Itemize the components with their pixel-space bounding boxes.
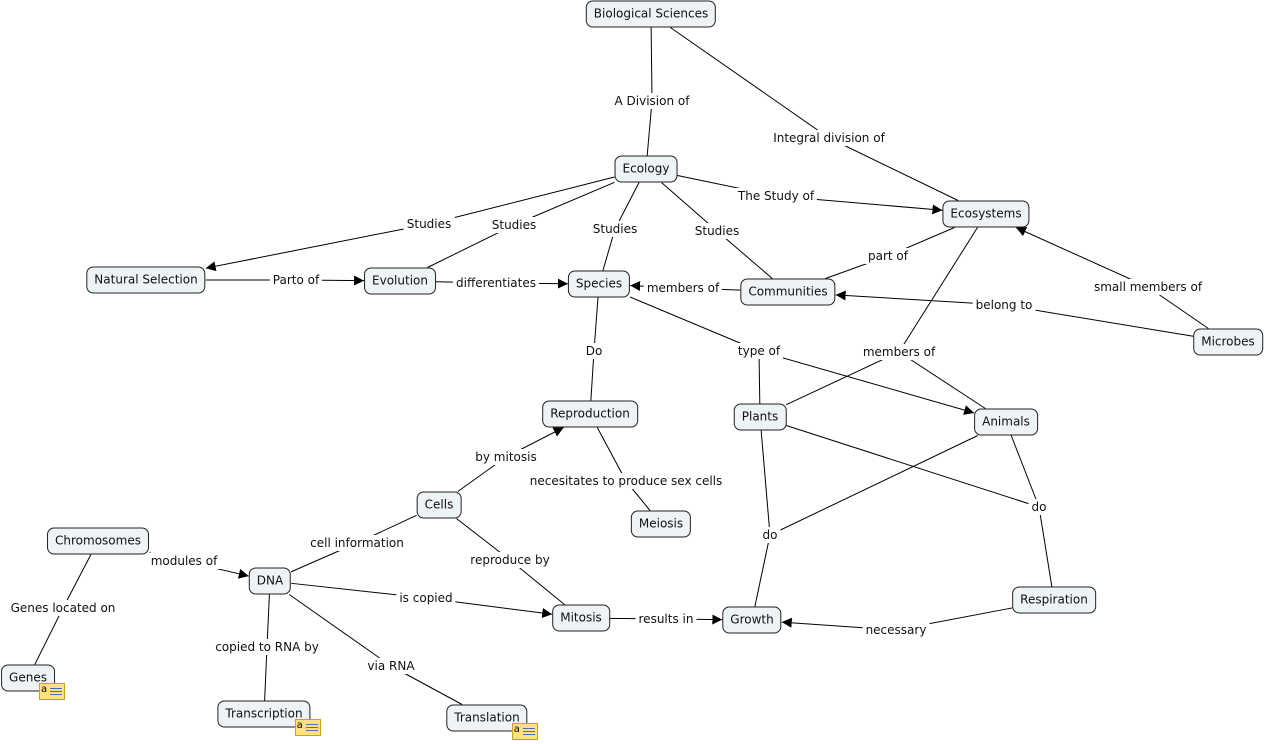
line-connector (769, 435, 979, 536)
linking-phrase[interactable]: Genes located on (7, 600, 119, 616)
line-connector (786, 351, 900, 406)
concept-ecology[interactable]: Ecology (614, 155, 678, 183)
concept-bio[interactable]: Biological Sciences (585, 0, 717, 28)
line-connector (629, 296, 760, 352)
line-connector (670, 27, 830, 139)
line-connector (760, 430, 771, 536)
linking-phrase[interactable]: members of (859, 344, 939, 360)
arrow-connector (205, 223, 430, 272)
linking-phrase[interactable]: via RNA (364, 658, 418, 674)
line-connector (590, 350, 595, 401)
linking-phrase[interactable]: Integral division of (770, 130, 888, 146)
linking-phrase[interactable]: The Study of (734, 188, 818, 204)
line-connector (758, 350, 761, 404)
linking-phrase[interactable]: A Division of (611, 93, 693, 109)
linking-phrase[interactable]: Studies (488, 217, 540, 233)
concept-animals[interactable]: Animals (974, 408, 1038, 436)
linking-phrase[interactable]: necesitates to produce sex cells (526, 473, 726, 489)
linking-phrase[interactable]: do (759, 527, 781, 543)
linking-phrase[interactable]: Do (582, 343, 606, 359)
line-connector (593, 297, 599, 352)
linking-phrase[interactable]: type of (734, 343, 784, 359)
concept-evolution[interactable]: Evolution (364, 267, 436, 295)
concept-mitosis[interactable]: Mitosis (552, 604, 610, 632)
line-connector (288, 594, 392, 667)
linking-phrase[interactable]: cell information (307, 535, 407, 551)
concept-natsel[interactable]: Natural Selection (86, 266, 206, 294)
resource-note-icon[interactable]: a (294, 718, 321, 736)
linking-phrase[interactable]: copied to RNA by (212, 639, 322, 655)
linking-phrase[interactable]: by mitosis (472, 449, 540, 465)
line-connector (786, 424, 1040, 508)
line-connector (898, 351, 986, 409)
arrow-connector (758, 350, 975, 415)
concept-microbes[interactable]: Microbes (1193, 328, 1263, 356)
concept-meiosis[interactable]: Meiosis (630, 510, 692, 538)
concept-communities[interactable]: Communities (740, 278, 836, 306)
linking-phrase[interactable]: Studies (589, 221, 641, 237)
resource-note-icon[interactable]: a (511, 722, 538, 740)
linking-phrase[interactable]: part of (865, 248, 911, 264)
concept-ecosystems[interactable]: Ecosystems (942, 200, 1030, 228)
linking-phrase[interactable]: Studies (403, 216, 455, 232)
resource-note-icon[interactable]: a (38, 682, 65, 700)
linking-phrase[interactable]: belong to (972, 297, 1036, 313)
line-connector (828, 137, 959, 201)
linking-phrase[interactable]: Studies (691, 223, 743, 239)
line-connector (646, 100, 653, 156)
line-connector (1010, 435, 1040, 508)
concept-dna[interactable]: DNA (248, 567, 292, 595)
concept-reproduction[interactable]: Reproduction (542, 400, 638, 428)
line-connector (650, 27, 653, 102)
concept-growth[interactable]: Growth (722, 606, 782, 634)
linking-phrase[interactable]: modules of (147, 553, 221, 569)
linking-phrase[interactable]: do (1028, 499, 1050, 515)
concept-respiration[interactable]: Respiration (1012, 586, 1096, 614)
concept-cells[interactable]: Cells (416, 491, 462, 519)
line-connector (264, 646, 268, 701)
line-connector (1038, 506, 1053, 587)
concept-plants[interactable]: Plants (733, 403, 787, 431)
line-connector (596, 427, 627, 482)
line-connector (428, 176, 615, 225)
linking-phrase[interactable]: small members of (1090, 279, 1206, 295)
linking-phrase[interactable]: reproduce by (467, 552, 553, 568)
linking-phrase[interactable]: necessary (862, 622, 930, 638)
linking-phrase[interactable]: results in (635, 611, 697, 627)
line-connector (34, 607, 64, 665)
line-connector (898, 227, 978, 353)
concept-chromosomes[interactable]: Chromosomes (47, 527, 149, 555)
linking-phrase[interactable]: is copied (396, 590, 456, 606)
concept-species[interactable]: Species (567, 270, 631, 298)
line-connector (266, 594, 270, 648)
line-connector (1003, 304, 1194, 337)
line-connector (754, 534, 771, 607)
linking-phrase[interactable]: differentiates (453, 275, 539, 291)
line-connector (661, 182, 718, 232)
line-connector (62, 554, 92, 609)
linking-phrase[interactable]: members of (643, 280, 723, 296)
linking-phrase[interactable]: Parto of (269, 272, 323, 288)
arrow-connector (1015, 227, 1149, 288)
